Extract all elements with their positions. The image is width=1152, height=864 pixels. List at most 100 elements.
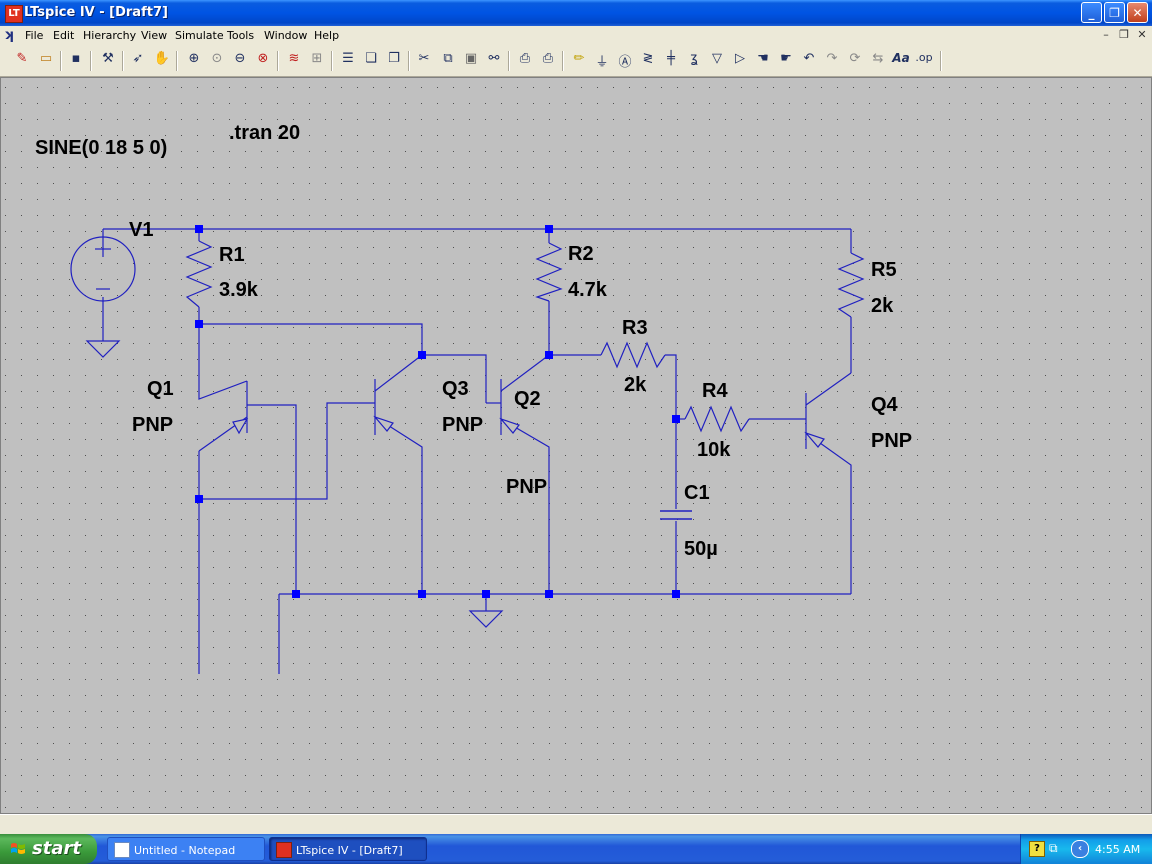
undo-icon[interactable]: ↶: [803, 51, 815, 66]
menu-file[interactable]: File: [25, 29, 44, 42]
r1-value[interactable]: 3.9k: [219, 279, 259, 301]
open-icon[interactable]: ▭: [39, 51, 53, 66]
menu-edit[interactable]: Edit: [53, 29, 75, 42]
mdi-restore-icon[interactable]: ❐: [1119, 28, 1129, 41]
redo-icon[interactable]: ↷: [826, 51, 838, 66]
ground-symbols[interactable]: [85, 340, 504, 628]
minimize-icon: _: [1088, 6, 1095, 20]
paste-icon[interactable]: ▣: [464, 51, 478, 66]
restore-button[interactable]: ❐: [1104, 2, 1125, 23]
start-button[interactable]: start: [0, 834, 97, 864]
v1-symbol[interactable]: [70, 236, 136, 302]
menu-help[interactable]: Help: [314, 29, 340, 42]
q4-model[interactable]: PNP: [871, 430, 912, 452]
emitter-arrows: [232, 415, 825, 448]
tran-directive[interactable]: .tran 20: [229, 122, 300, 144]
q3-model[interactable]: PNP: [442, 414, 483, 436]
c1-value[interactable]: 50µ: [684, 538, 718, 560]
capacitor-icon[interactable]: ╪: [667, 51, 675, 66]
move-icon[interactable]: ☚: [757, 51, 769, 66]
c1-label[interactable]: C1: [684, 482, 710, 504]
q3-label[interactable]: Q3: [442, 378, 469, 400]
menu-simulate[interactable]: Simulate: [175, 29, 224, 42]
menu-window[interactable]: Window: [264, 29, 308, 42]
menu-bar: ʞ File Edit Hierarchy View Simulate Tool…: [0, 26, 1152, 46]
new-schematic-icon[interactable]: ✎: [16, 51, 28, 66]
wire-icon[interactable]: ✏: [573, 51, 585, 66]
ground-icon[interactable]: ⏚: [595, 55, 609, 70]
tile-horizontal-icon[interactable]: ☰: [342, 51, 354, 66]
halt-icon[interactable]: ✋: [153, 51, 171, 66]
find-icon[interactable]: ⚯: [488, 51, 500, 66]
c1-symbol[interactable]: [660, 510, 692, 520]
control-panel-icon[interactable]: ⚒: [102, 51, 114, 66]
r3-value[interactable]: 2k: [624, 374, 647, 396]
close-button[interactable]: ✕: [1127, 2, 1148, 23]
ltspice-logo-icon[interactable]: LT: [5, 5, 23, 23]
q2-model[interactable]: PNP: [506, 476, 547, 498]
rotate-icon[interactable]: ⟳: [849, 51, 861, 66]
tile-vertical-icon[interactable]: ❐: [388, 51, 400, 66]
zoom-out-icon[interactable]: ⊖: [234, 51, 246, 66]
r3-symbol: [600, 341, 666, 369]
v1-label[interactable]: V1: [129, 219, 153, 241]
print-icon[interactable]: ⎙: [542, 51, 554, 66]
copy-icon[interactable]: ⧉: [443, 51, 453, 66]
mirror-icon[interactable]: ⇆: [872, 51, 884, 66]
taskbar-item-notepad[interactable]: Untitled - Notepad: [107, 837, 265, 861]
r5-value[interactable]: 2k: [871, 295, 894, 317]
mdi-minimize-icon[interactable]: –: [1103, 28, 1109, 41]
diode-icon[interactable]: ▽: [712, 51, 722, 66]
taskbar-item-ltspice[interactable]: LTspice IV - [Draft7]: [269, 837, 427, 861]
q1-model[interactable]: PNP: [132, 414, 173, 436]
print-setup-icon[interactable]: ⎙: [519, 51, 531, 66]
autorange-icon[interactable]: ≋: [288, 51, 300, 66]
junction-dots: [195, 225, 680, 598]
menu-hierarchy[interactable]: Hierarchy: [83, 29, 137, 42]
pan-icon[interactable]: ⊙: [211, 51, 223, 66]
cascade-icon[interactable]: ❏: [365, 51, 377, 66]
r5-label[interactable]: R5: [871, 259, 897, 281]
spice-directive-icon[interactable]: .op: [915, 51, 933, 64]
r4-label[interactable]: R4: [702, 380, 728, 402]
menu-view[interactable]: View: [141, 29, 168, 42]
r2-value[interactable]: 4.7k: [568, 279, 608, 301]
run-icon[interactable]: ➶: [132, 51, 144, 66]
r1-symbol: [185, 240, 213, 308]
r2-label[interactable]: R2: [568, 243, 594, 265]
mdi-close-icon[interactable]: ✕: [1137, 28, 1147, 41]
r1-label[interactable]: R1: [219, 244, 245, 266]
r5-symbol: [837, 252, 865, 318]
q1-label[interactable]: Q1: [147, 378, 174, 400]
resistor-icon[interactable]: ≷: [642, 51, 654, 66]
document-menu-icon[interactable]: ʞ: [4, 28, 14, 43]
r3-label[interactable]: R3: [622, 317, 648, 339]
network-icon[interactable]: ⧉: [1049, 841, 1058, 855]
inductor-icon[interactable]: ʓ: [690, 51, 698, 66]
help-icon[interactable]: ?: [1029, 841, 1045, 857]
plot-settings-icon[interactable]: ⊞: [311, 51, 323, 66]
q4-label[interactable]: Q4: [871, 394, 899, 416]
label-icon[interactable]: Ⓐ: [618, 55, 632, 70]
drag-icon[interactable]: ☛: [780, 51, 792, 66]
minimize-button[interactable]: _: [1081, 2, 1102, 23]
r4-value[interactable]: 10k: [697, 439, 731, 461]
cut-icon[interactable]: ✂: [418, 51, 430, 66]
start-label: start: [32, 838, 81, 859]
source-directive[interactable]: SINE(0 18 5 0): [35, 137, 167, 159]
zoom-in-icon[interactable]: ⊕: [188, 51, 200, 66]
restore-icon: ❐: [1109, 6, 1120, 20]
schematic-canvas[interactable]: SINE(0 18 5 0) .tran 20 V1 R1 3.9k R2 4.…: [0, 77, 1152, 814]
resistors[interactable]: [185, 240, 865, 433]
save-icon[interactable]: ▪: [71, 51, 81, 66]
menu-tools[interactable]: Tools: [227, 29, 255, 42]
expand-tray-icon[interactable]: ‹: [1071, 840, 1089, 858]
toolbar: ✎ ▭ ▪ ⚒ ➶ ✋ ⊕ ⊙ ⊖ ⊗ ≋ ⊞ ☰ ❏ ❐ ✂ ⧉ ▣ ⚯ ⎙ …: [0, 46, 1152, 77]
title-bar[interactable]: LT LTspice IV - [Draft7] _ ❐ ✕: [0, 0, 1152, 26]
close-icon: ✕: [1132, 6, 1143, 20]
q2-label[interactable]: Q2: [514, 388, 541, 410]
text-icon[interactable]: Aa: [892, 51, 910, 65]
zoom-fit-icon[interactable]: ⊗: [257, 51, 269, 66]
component-icon[interactable]: ▷: [735, 51, 745, 66]
taskbar-item-label: Untitled - Notepad: [134, 844, 236, 857]
